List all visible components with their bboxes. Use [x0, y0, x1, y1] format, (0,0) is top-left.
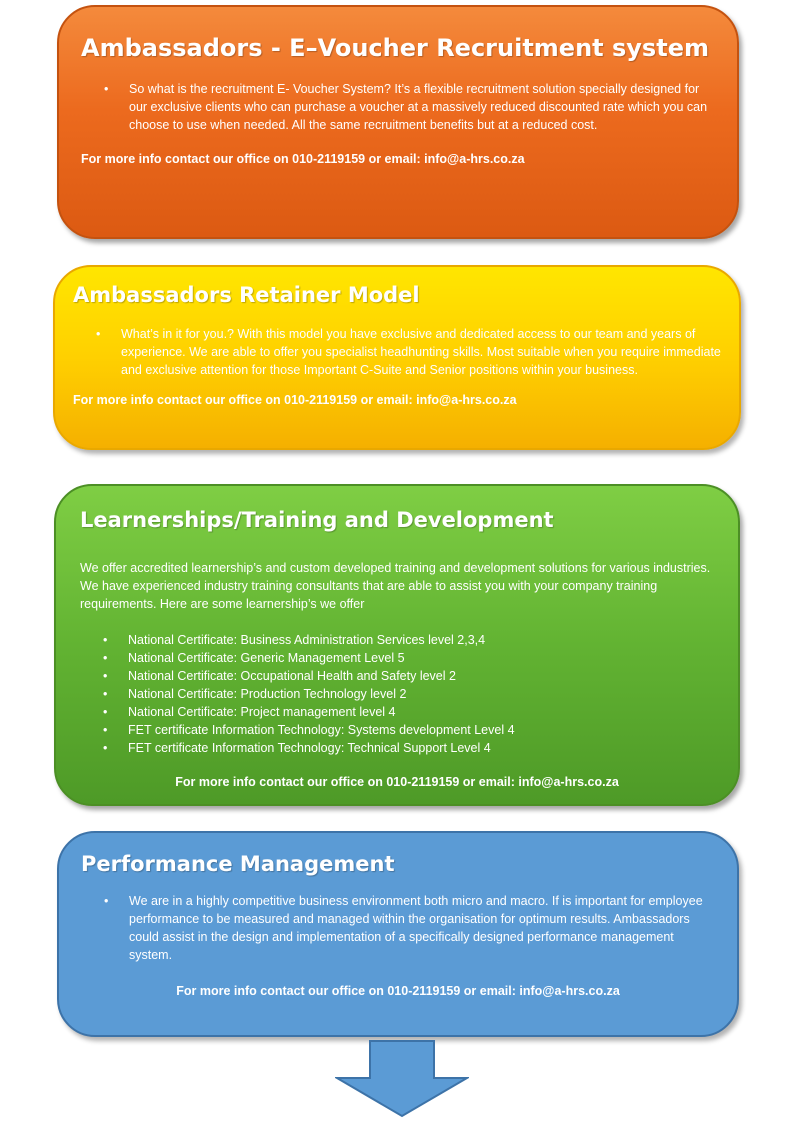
- learnerships-contact-text: For more info contact our office on 010-…: [175, 775, 619, 789]
- learnership-item: FET certificate Information Technology: …: [103, 721, 714, 739]
- learnership-item: FET certificate Information Technology: …: [103, 739, 714, 757]
- evoucher-bullet: So what is the recruitment E- Voucher Sy…: [104, 80, 715, 134]
- retainer-contact-text: For more info contact our office on 010-…: [73, 393, 517, 407]
- learnerships-card: Learnerships/Training and Development We…: [54, 484, 740, 806]
- learnerships-title: Learnerships/Training and Development: [80, 508, 554, 532]
- learnerships-bullet-list: National Certificate: Business Administr…: [80, 631, 714, 757]
- retainer-bullet: What’s in it for you.? With this model y…: [96, 325, 721, 379]
- evoucher-card: Ambassadors - E–Voucher Recruitment syst…: [57, 5, 739, 239]
- learnership-item: National Certificate: Project management…: [103, 703, 714, 721]
- performance-card: Performance Management We are in a highl…: [57, 831, 739, 1037]
- evoucher-contact-text: For more info contact our office on 010-…: [81, 152, 525, 166]
- learnerships-intro: We offer accredited learnership’s and cu…: [80, 561, 711, 611]
- retainer-title: Ambassadors Retainer Model: [73, 283, 420, 307]
- performance-bullet-list: We are in a highly competitive business …: [81, 892, 715, 964]
- performance-title: Performance Management: [81, 852, 395, 876]
- learnership-item: National Certificate: Generic Management…: [103, 649, 714, 667]
- learnership-item: National Certificate: Occupational Healt…: [103, 667, 714, 685]
- learnership-item: National Certificate: Business Administr…: [103, 631, 714, 649]
- evoucher-title: Ambassadors - E–Voucher Recruitment syst…: [81, 34, 709, 62]
- retainer-bullet-list: What’s in it for you.? With this model y…: [73, 325, 721, 379]
- performance-contact-text: For more info contact our office on 010-…: [176, 984, 620, 998]
- down-arrow-icon: [335, 1040, 469, 1118]
- learnership-item: National Certificate: Production Technol…: [103, 685, 714, 703]
- performance-bullet: We are in a highly competitive business …: [104, 892, 715, 964]
- evoucher-bullet-list: So what is the recruitment E- Voucher Sy…: [81, 80, 715, 134]
- retainer-card: Ambassadors Retainer Model What’s in it …: [53, 265, 741, 450]
